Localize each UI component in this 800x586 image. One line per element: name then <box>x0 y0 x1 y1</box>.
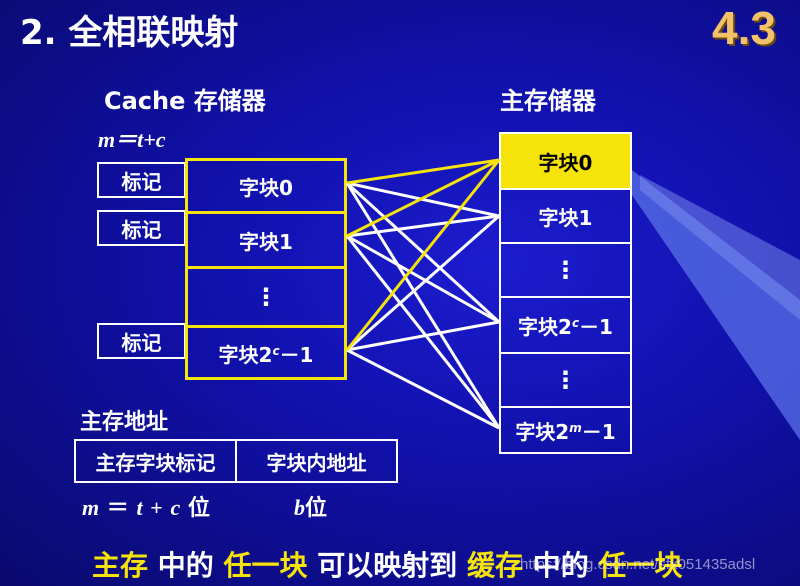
address-heading: 主存地址 <box>80 410 169 435</box>
cache-block-last-exponent: c <box>272 344 280 358</box>
memory-block-mid-suffix: －1 <box>579 314 613 339</box>
address-tag-field-label: 主存字块标记 <box>95 450 216 475</box>
memory-block-1: 字块1 <box>538 205 593 230</box>
cache-tag-label: 标记 <box>121 169 162 194</box>
memory-block-last-suffix: －1 <box>581 419 616 444</box>
address-offset-field-label: 字块内地址 <box>266 450 367 475</box>
cache-divider <box>188 211 344 214</box>
memory-block-0: 字块0 <box>501 134 630 188</box>
page-title: 2. 全相联映射 <box>20 13 239 53</box>
mapping-line-white <box>345 235 501 429</box>
memory-block-last-exponent: m <box>569 421 582 435</box>
section-number: 4.3 <box>712 2 776 54</box>
cache-block-0: 字块0 <box>239 175 293 200</box>
mapping-line-white <box>345 181 501 324</box>
address-offset-field: 字块内地址 <box>235 439 398 483</box>
caption: 主存 中的 任一块 可以映射到 缓存 中的 任一块 <box>92 549 683 582</box>
mapping-line-white <box>346 214 500 352</box>
mapping-line-white <box>346 320 500 352</box>
memory-block-last-prefix: 字块2 <box>515 419 570 444</box>
mapping-line-highlight <box>345 159 501 351</box>
memory-divider <box>501 406 630 408</box>
memory-ellipsis-1: ⋮ <box>553 256 578 284</box>
memory-divider <box>501 296 630 298</box>
memory-block-mid-prefix: 字块2 <box>518 314 572 339</box>
cache-heading: Cache 存储器 <box>104 87 266 115</box>
mapping-line-white <box>346 234 500 324</box>
memory-ellipsis-2: ⋮ <box>553 366 578 394</box>
cache-ellipsis: ⋮ <box>254 283 278 311</box>
mapping-line-highlight <box>346 158 500 238</box>
cache-tag-label: 标记 <box>121 217 162 242</box>
cache-block-last-prefix: 字块2 <box>218 342 273 367</box>
memory-divider <box>501 188 630 190</box>
main-memory-heading: 主存储器 <box>500 87 596 115</box>
cache-block-1: 字块1 <box>239 229 293 254</box>
memory-divider <box>501 352 630 354</box>
offset-width-label: b位 <box>294 495 328 521</box>
cache-tag-label: 标记 <box>121 330 162 355</box>
cache-block-last-suffix: －1 <box>279 342 314 367</box>
memory-divider <box>501 242 630 244</box>
mapping-line-highlight <box>346 158 500 185</box>
mapping-line-white <box>346 348 500 430</box>
cache-formula: m＝t+c <box>98 127 166 152</box>
cache-divider <box>188 325 344 328</box>
cache-divider <box>188 266 344 269</box>
memory-block-mid-exponent: c <box>571 316 580 330</box>
mapping-line-white <box>346 214 500 238</box>
watermark: https://blog.csdn.net/sfx051435adsl <box>520 556 756 573</box>
tag-width-label: m ＝ t + c 位 <box>82 495 210 521</box>
address-tag-field: 主存字块标记 <box>74 439 237 483</box>
